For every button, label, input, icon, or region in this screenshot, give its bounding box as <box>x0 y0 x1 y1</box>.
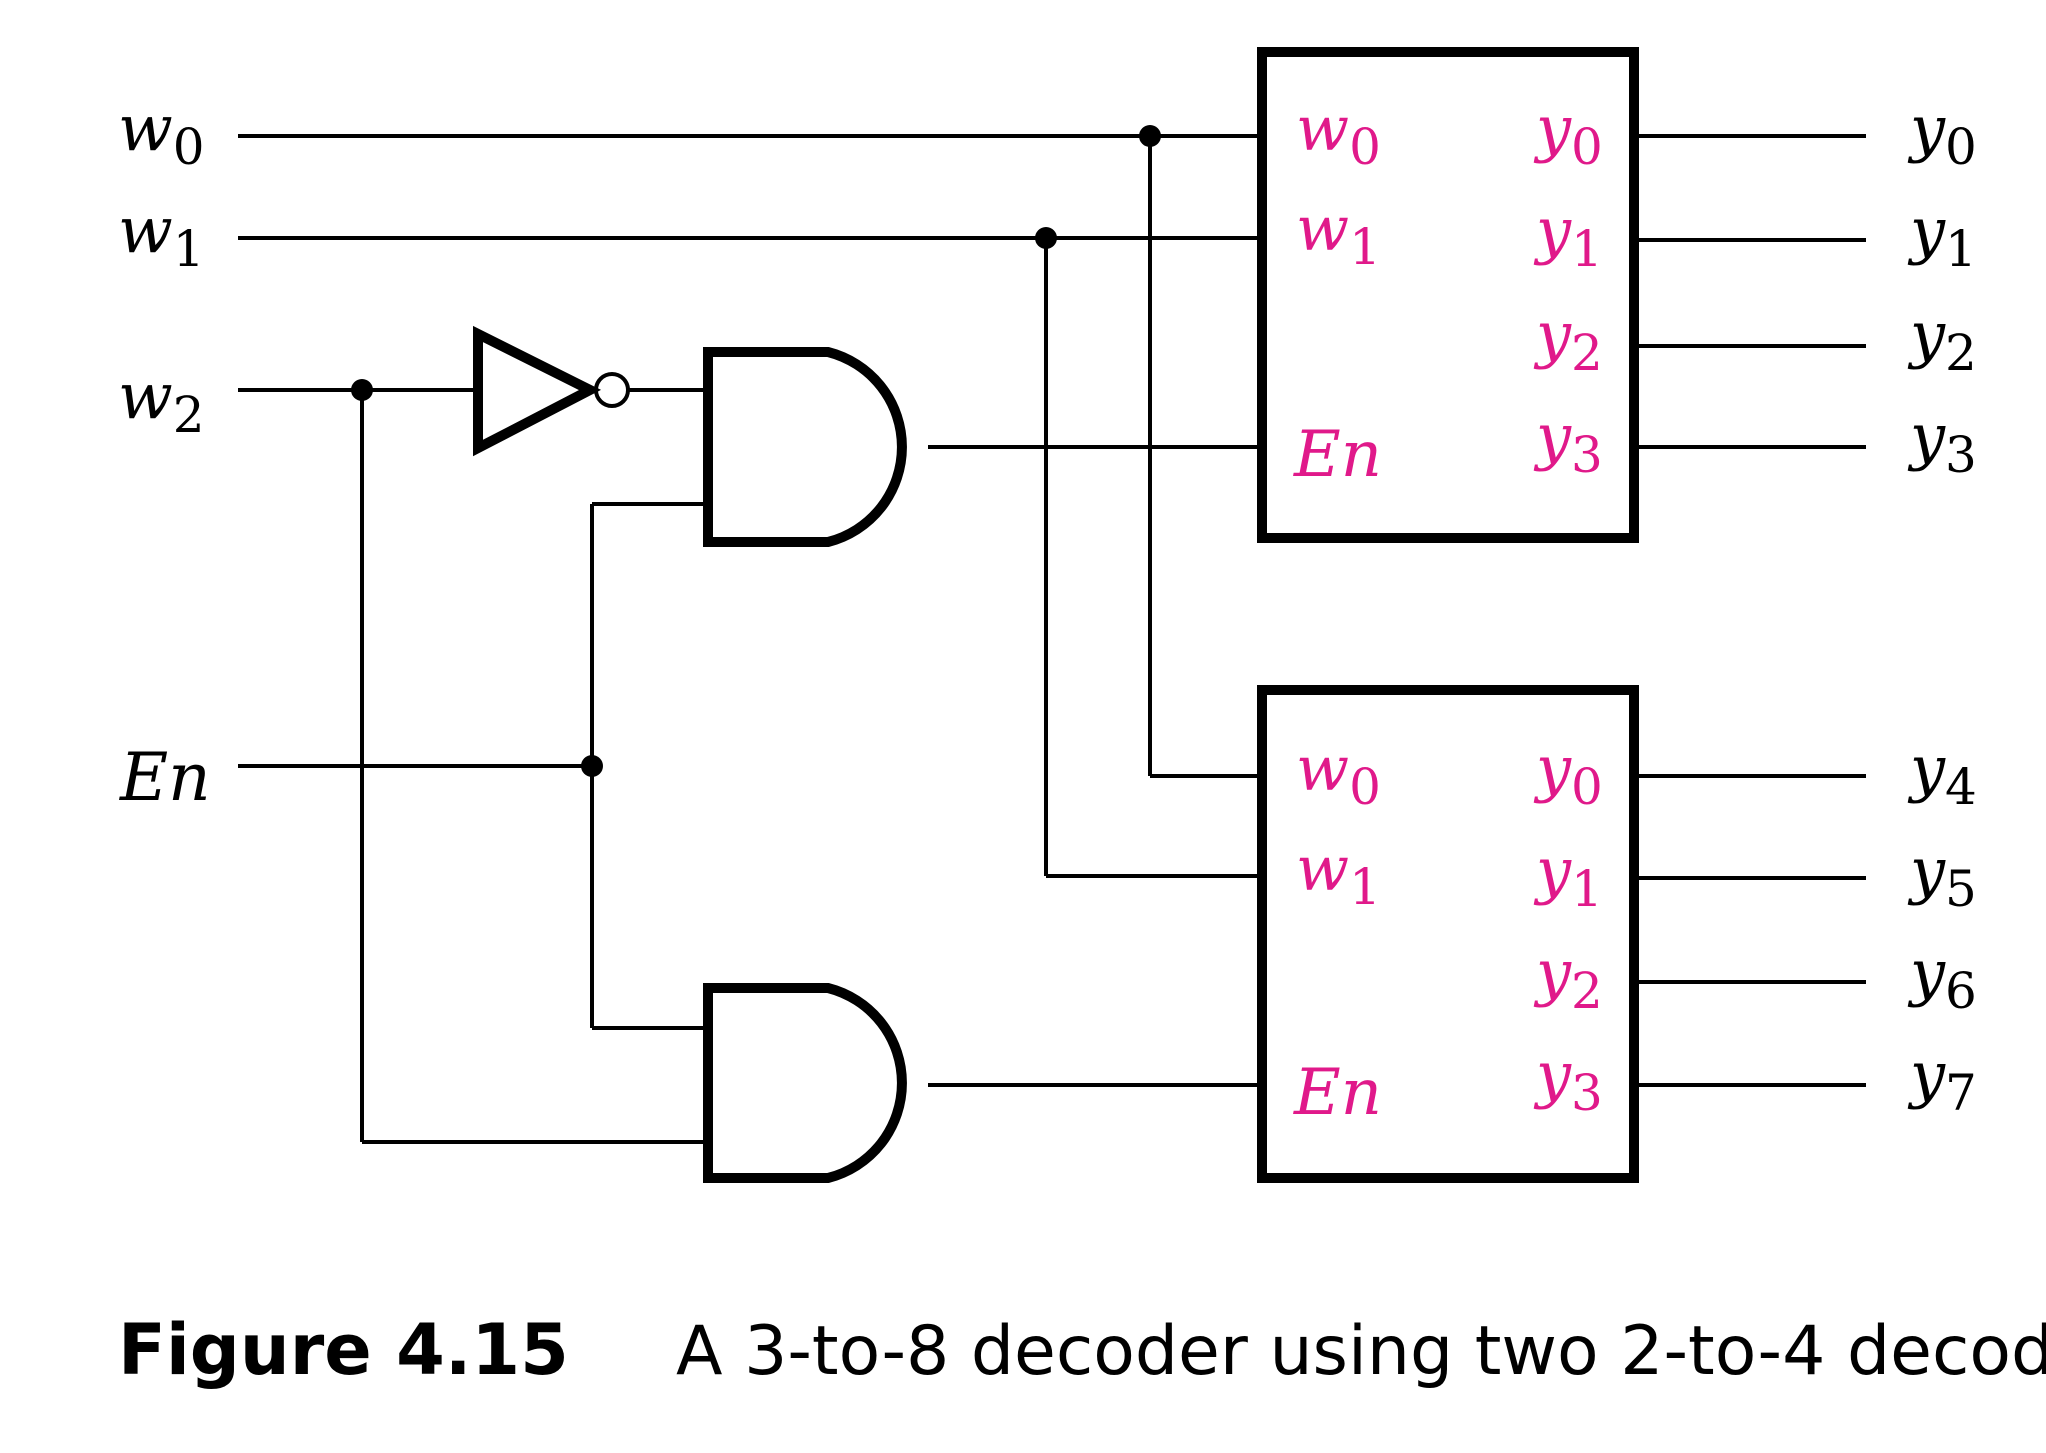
junction-w2 <box>351 379 373 401</box>
output-wires <box>1638 134 1866 1087</box>
junction-en <box>581 755 603 777</box>
decoder-lower <box>1257 685 1639 1183</box>
dec2-pin-y1: y1 <box>1533 834 1603 918</box>
not-gate <box>473 325 708 457</box>
input-label-w0: w0 <box>118 92 205 176</box>
output-label-y7: y7 <box>1907 1038 1977 1122</box>
dec1-pin-y2: y2 <box>1533 298 1603 382</box>
output-label-y3: y3 <box>1907 400 1977 484</box>
decoder-upper-pins: w0 w1 En y0 y1 y2 y3 <box>1293 92 1603 492</box>
dec1-pin-w1: w1 <box>1296 192 1381 276</box>
dec2-pin-w1: w1 <box>1296 832 1381 916</box>
dec2-pin-y0: y0 <box>1533 732 1603 816</box>
input-label-en: En <box>119 739 211 816</box>
junction-w1 <box>1035 227 1057 249</box>
dec2-pin-en: En <box>1293 1056 1382 1130</box>
not-gate-triangle <box>473 325 602 457</box>
dec1-pin-y3: y3 <box>1533 400 1603 484</box>
input-labels: w0 w1 w2 En <box>118 92 211 816</box>
figure-caption: Figure 4.15 A 3-to-8 decoder using two 2… <box>118 1309 2046 1391</box>
and-gate-upper <box>703 347 907 547</box>
caption-number: Figure 4.15 <box>118 1309 569 1391</box>
decoder-lower-pins: w0 w1 En y0 y1 y2 y3 <box>1293 732 1603 1130</box>
output-label-y4: y4 <box>1907 732 1977 816</box>
dec1-pin-y1: y1 <box>1533 194 1603 278</box>
input-label-w2: w2 <box>118 360 205 444</box>
and-gate-lower <box>703 983 907 1183</box>
output-label-y1: y1 <box>1907 194 1977 278</box>
junction-dots <box>351 125 1161 777</box>
output-label-y6: y6 <box>1907 936 1977 1020</box>
input-wires <box>238 134 1258 768</box>
dec2-pin-w0: w0 <box>1296 732 1381 816</box>
dec1-pin-w0: w0 <box>1296 92 1381 176</box>
junction-w0 <box>1139 125 1161 147</box>
caption-text: A 3-to-8 decoder using two 2-to-4 decode… <box>676 1312 2046 1391</box>
output-label-y2: y2 <box>1907 298 1977 382</box>
dec2-pin-y3: y3 <box>1533 1038 1603 1122</box>
output-label-y5: y5 <box>1907 834 1977 918</box>
dec2-pin-y2: y2 <box>1533 936 1603 1020</box>
dec1-pin-en: En <box>1293 418 1382 492</box>
dec1-pin-y0: y0 <box>1533 92 1603 176</box>
output-label-y0: y0 <box>1907 92 1977 176</box>
output-labels: y0 y1 y2 y3 y4 y5 y6 y7 <box>1907 92 1977 1122</box>
decoder-upper <box>1257 47 1639 543</box>
input-label-w1: w1 <box>118 194 205 278</box>
